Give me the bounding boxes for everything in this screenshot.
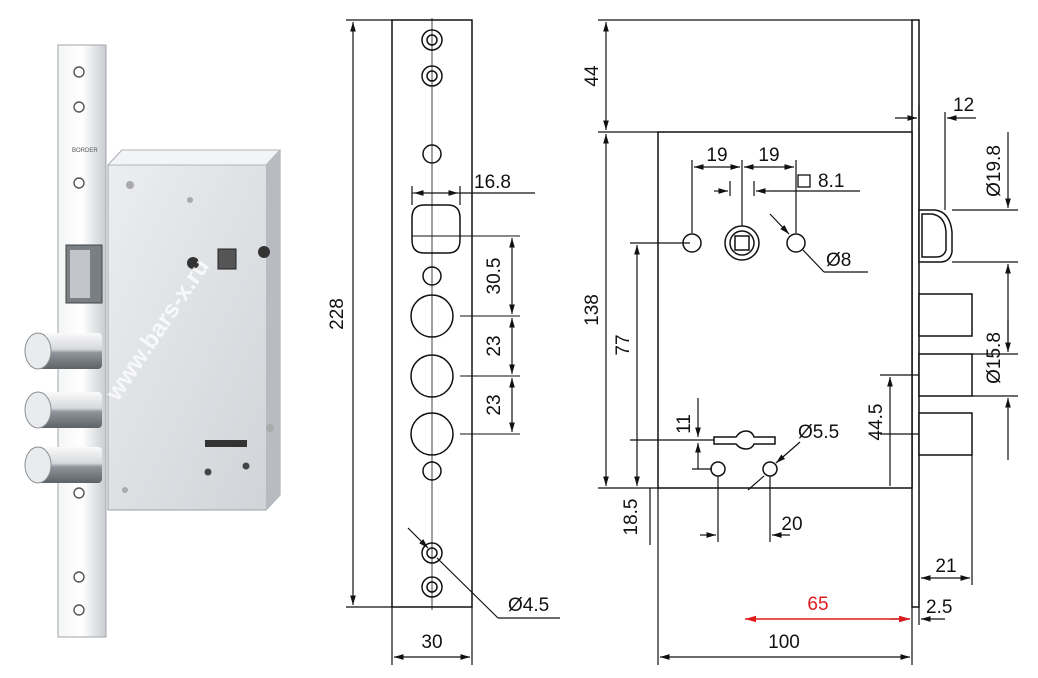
dim-backset-77: 77 bbox=[613, 334, 634, 355]
dim-hole-8: Ø8 bbox=[826, 250, 851, 271]
bolt-photo-2 bbox=[24, 391, 102, 429]
faceplate-drawing bbox=[391, 18, 520, 610]
dim-bottom-offset: 18.5 bbox=[621, 499, 642, 536]
dim-spacing-19-a: 19 bbox=[706, 145, 727, 166]
dim-top-offset: 44 bbox=[582, 65, 603, 87]
dim-body-width: 100 bbox=[768, 632, 800, 653]
dim-latch-offset: 12 bbox=[953, 95, 974, 116]
lock-photo: BORDER www.bar bbox=[24, 44, 282, 638]
dim-key-spacing: 20 bbox=[781, 514, 802, 535]
bolt-photo-3 bbox=[24, 446, 102, 484]
dim-body-height: 138 bbox=[582, 294, 603, 326]
dim-spindle-square: 8.1 bbox=[818, 171, 844, 192]
dim-latch-diameter: Ø19.8 bbox=[984, 145, 1005, 197]
dim-spacing-23-b: 23 bbox=[484, 394, 505, 415]
dim-bolt-projection: 21 bbox=[935, 556, 956, 577]
dim-backset-red: 65 bbox=[807, 594, 828, 615]
bolt-photo-1 bbox=[24, 332, 102, 370]
dim-height-total: 228 bbox=[327, 298, 348, 330]
lock-body-photo bbox=[107, 149, 281, 511]
dim-key-hole: Ø5.5 bbox=[798, 422, 839, 443]
dim-key-offset: 11 bbox=[674, 414, 695, 434]
brand-label: BORDER bbox=[72, 148, 98, 154]
dim-plate-thickness: 2.5 bbox=[926, 597, 952, 618]
side-view-drawing bbox=[657, 19, 973, 608]
dim-hole-small: Ø4.5 bbox=[508, 595, 549, 616]
dim-spacing-23-a: 23 bbox=[484, 335, 505, 356]
dim-bolt-spacing: 44.5 bbox=[866, 404, 887, 441]
dim-bolt-diameter: Ø15.8 bbox=[984, 332, 1005, 384]
dim-spacing-19-b: 19 bbox=[758, 145, 779, 166]
dim-spacing-30-5: 30.5 bbox=[484, 258, 505, 295]
dim-faceplate-width: 30 bbox=[421, 632, 442, 653]
dim-cylinder-width: 16.8 bbox=[474, 172, 511, 193]
